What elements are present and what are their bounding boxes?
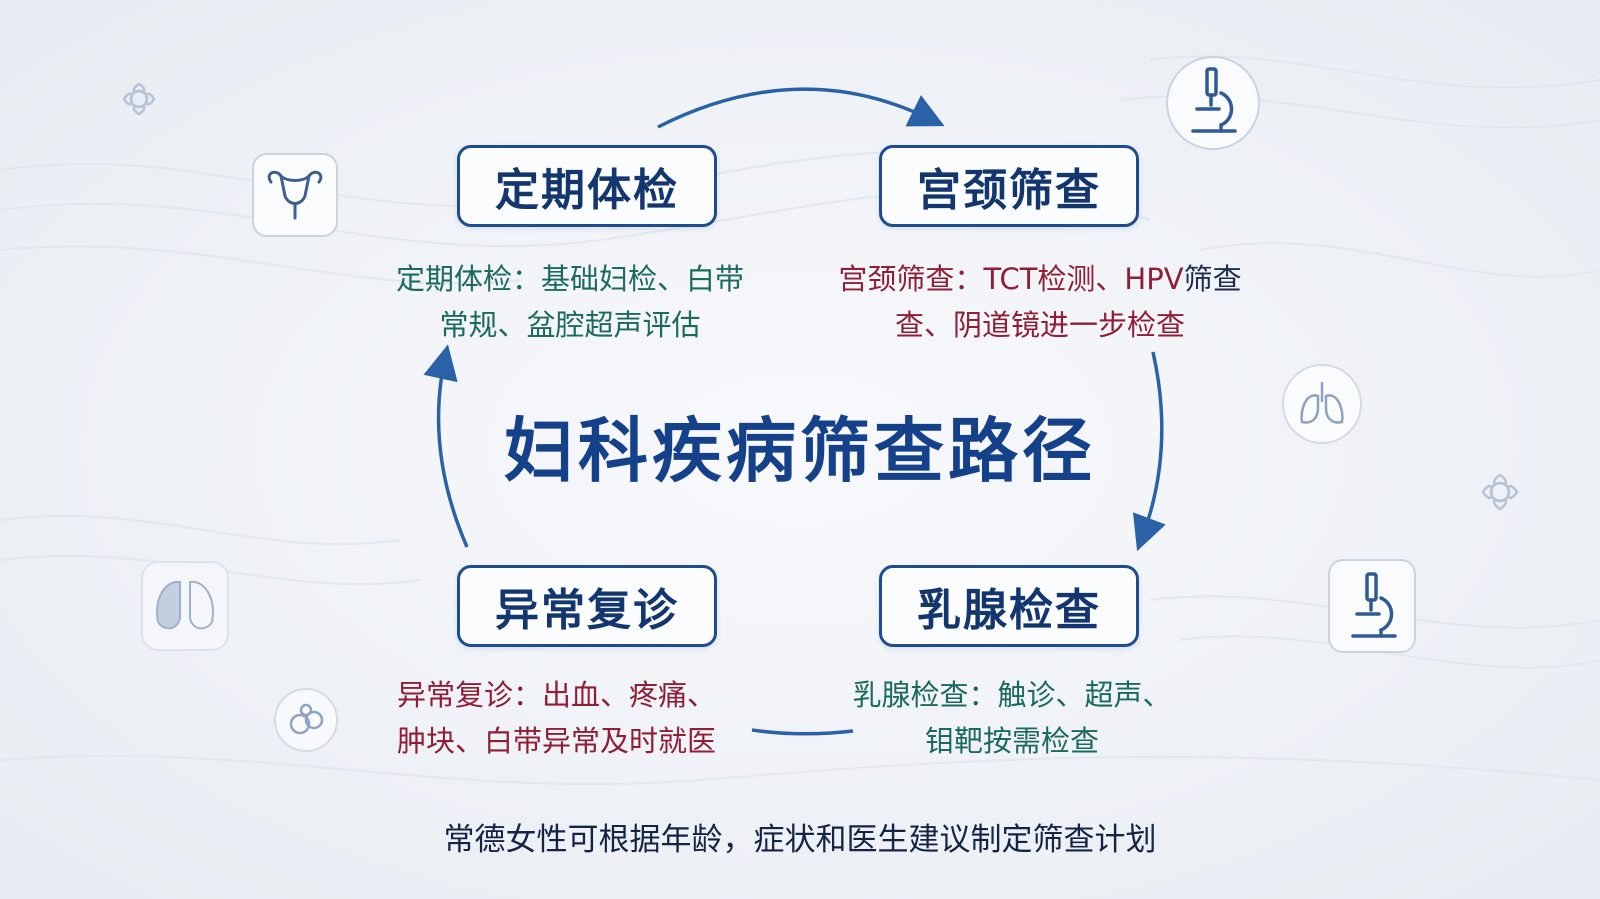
desc-line: 常规、盆腔超声评估 [439, 308, 701, 342]
cells-icon [272, 686, 340, 754]
step-title: 乳腺检查 [917, 585, 1101, 636]
kidney-icon [140, 560, 230, 652]
step-box-abnormal-followup: 异常复诊 [457, 565, 717, 647]
arrow-bottom [751, 728, 854, 736]
step-title: 宫颈筛查 [917, 165, 1101, 216]
diagram-title: 妇科疾病筛查路径 [504, 410, 1096, 492]
flower-icon [114, 74, 164, 124]
step-desc-cervical-screening: 宫颈筛查：TCT检测、HPV筛查 查、阴道镜进一步检查 [800, 256, 1280, 348]
step-title: 异常复诊 [495, 585, 679, 636]
desc-line: 乳腺检查：触诊、超声、 [852, 678, 1172, 712]
desc-line: 宫颈筛查：TCT检测、HPV筛查 [838, 262, 1242, 296]
desc-line: 定期体检：基础妇检、白带 [395, 262, 745, 296]
step-desc-routine-checkup: 定期体检：基础妇检、白带 常规、盆腔超声评估 [340, 256, 800, 348]
step-title: 定期体检 [495, 165, 679, 216]
desc-line: 异常复诊：出血、疼痛、 [397, 678, 717, 712]
arrow-right [1132, 351, 1166, 552]
footer-note: 常德女性可根据年龄，症状和医生建议制定筛查计划 [443, 822, 1157, 858]
step-box-breast-exam: 乳腺检查 [879, 565, 1139, 647]
arrow-left [423, 344, 469, 548]
lungs-icon [1280, 362, 1364, 446]
arrow-top [657, 87, 945, 129]
step-desc-abnormal-followup: 异常复诊：出血、疼痛、 肿块、白带异常及时就医 [370, 672, 770, 764]
uterus-icon [251, 152, 339, 238]
desc-line: 查、阴道镜进一步检查 [894, 308, 1185, 342]
desc-line: 钼靶按需检查 [924, 724, 1099, 758]
step-desc-breast-exam: 乳腺检查：触诊、超声、 钼靶按需检查 [812, 672, 1212, 764]
microscope-icon [1163, 53, 1263, 153]
step-box-routine-checkup: 定期体检 [457, 145, 717, 227]
desc-line: 肿块、白带异常及时就医 [397, 724, 717, 758]
microscope-icon [1327, 558, 1417, 654]
step-box-cervical-screening: 宫颈筛查 [879, 145, 1139, 227]
flower-icon [1473, 465, 1527, 519]
